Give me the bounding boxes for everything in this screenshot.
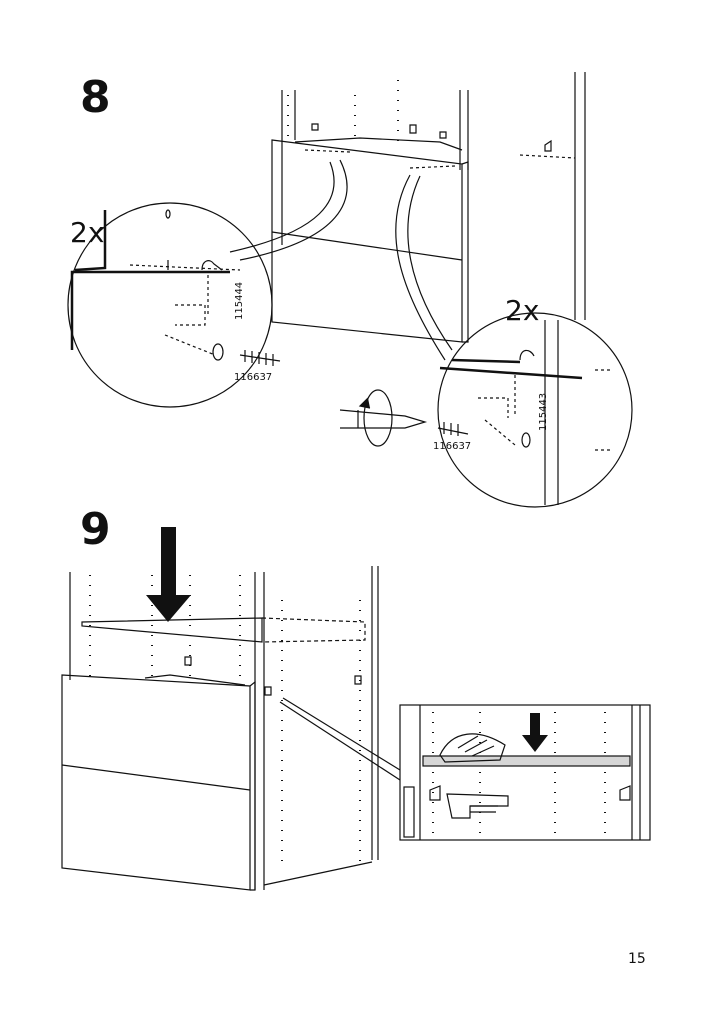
detail-circle-right bbox=[437, 312, 633, 508]
detail-circle-left bbox=[67, 202, 281, 408]
hand-press-icon bbox=[439, 733, 506, 763]
step8-cabinet bbox=[271, 72, 586, 343]
hand-point-icon bbox=[446, 793, 509, 819]
step9-cabinet bbox=[61, 566, 401, 891]
quantity-label: 2x bbox=[505, 294, 540, 327]
part-number-screw: 116637 bbox=[433, 441, 472, 452]
part-number-fitting: 115443 bbox=[538, 392, 549, 431]
arrow-down-icon bbox=[146, 527, 191, 622]
quantity-label: 2x bbox=[70, 216, 105, 249]
step-number: 9 bbox=[80, 504, 111, 555]
page-number: 15 bbox=[628, 951, 646, 967]
step-number: 8 bbox=[80, 72, 111, 123]
screwdriver-icon bbox=[339, 409, 428, 429]
detail-box bbox=[399, 704, 651, 841]
part-number-fitting: 115444 bbox=[234, 281, 245, 320]
rotate-icon bbox=[358, 389, 393, 447]
part-number-screw: 116637 bbox=[234, 372, 273, 383]
arrow-down-icon bbox=[522, 713, 548, 752]
